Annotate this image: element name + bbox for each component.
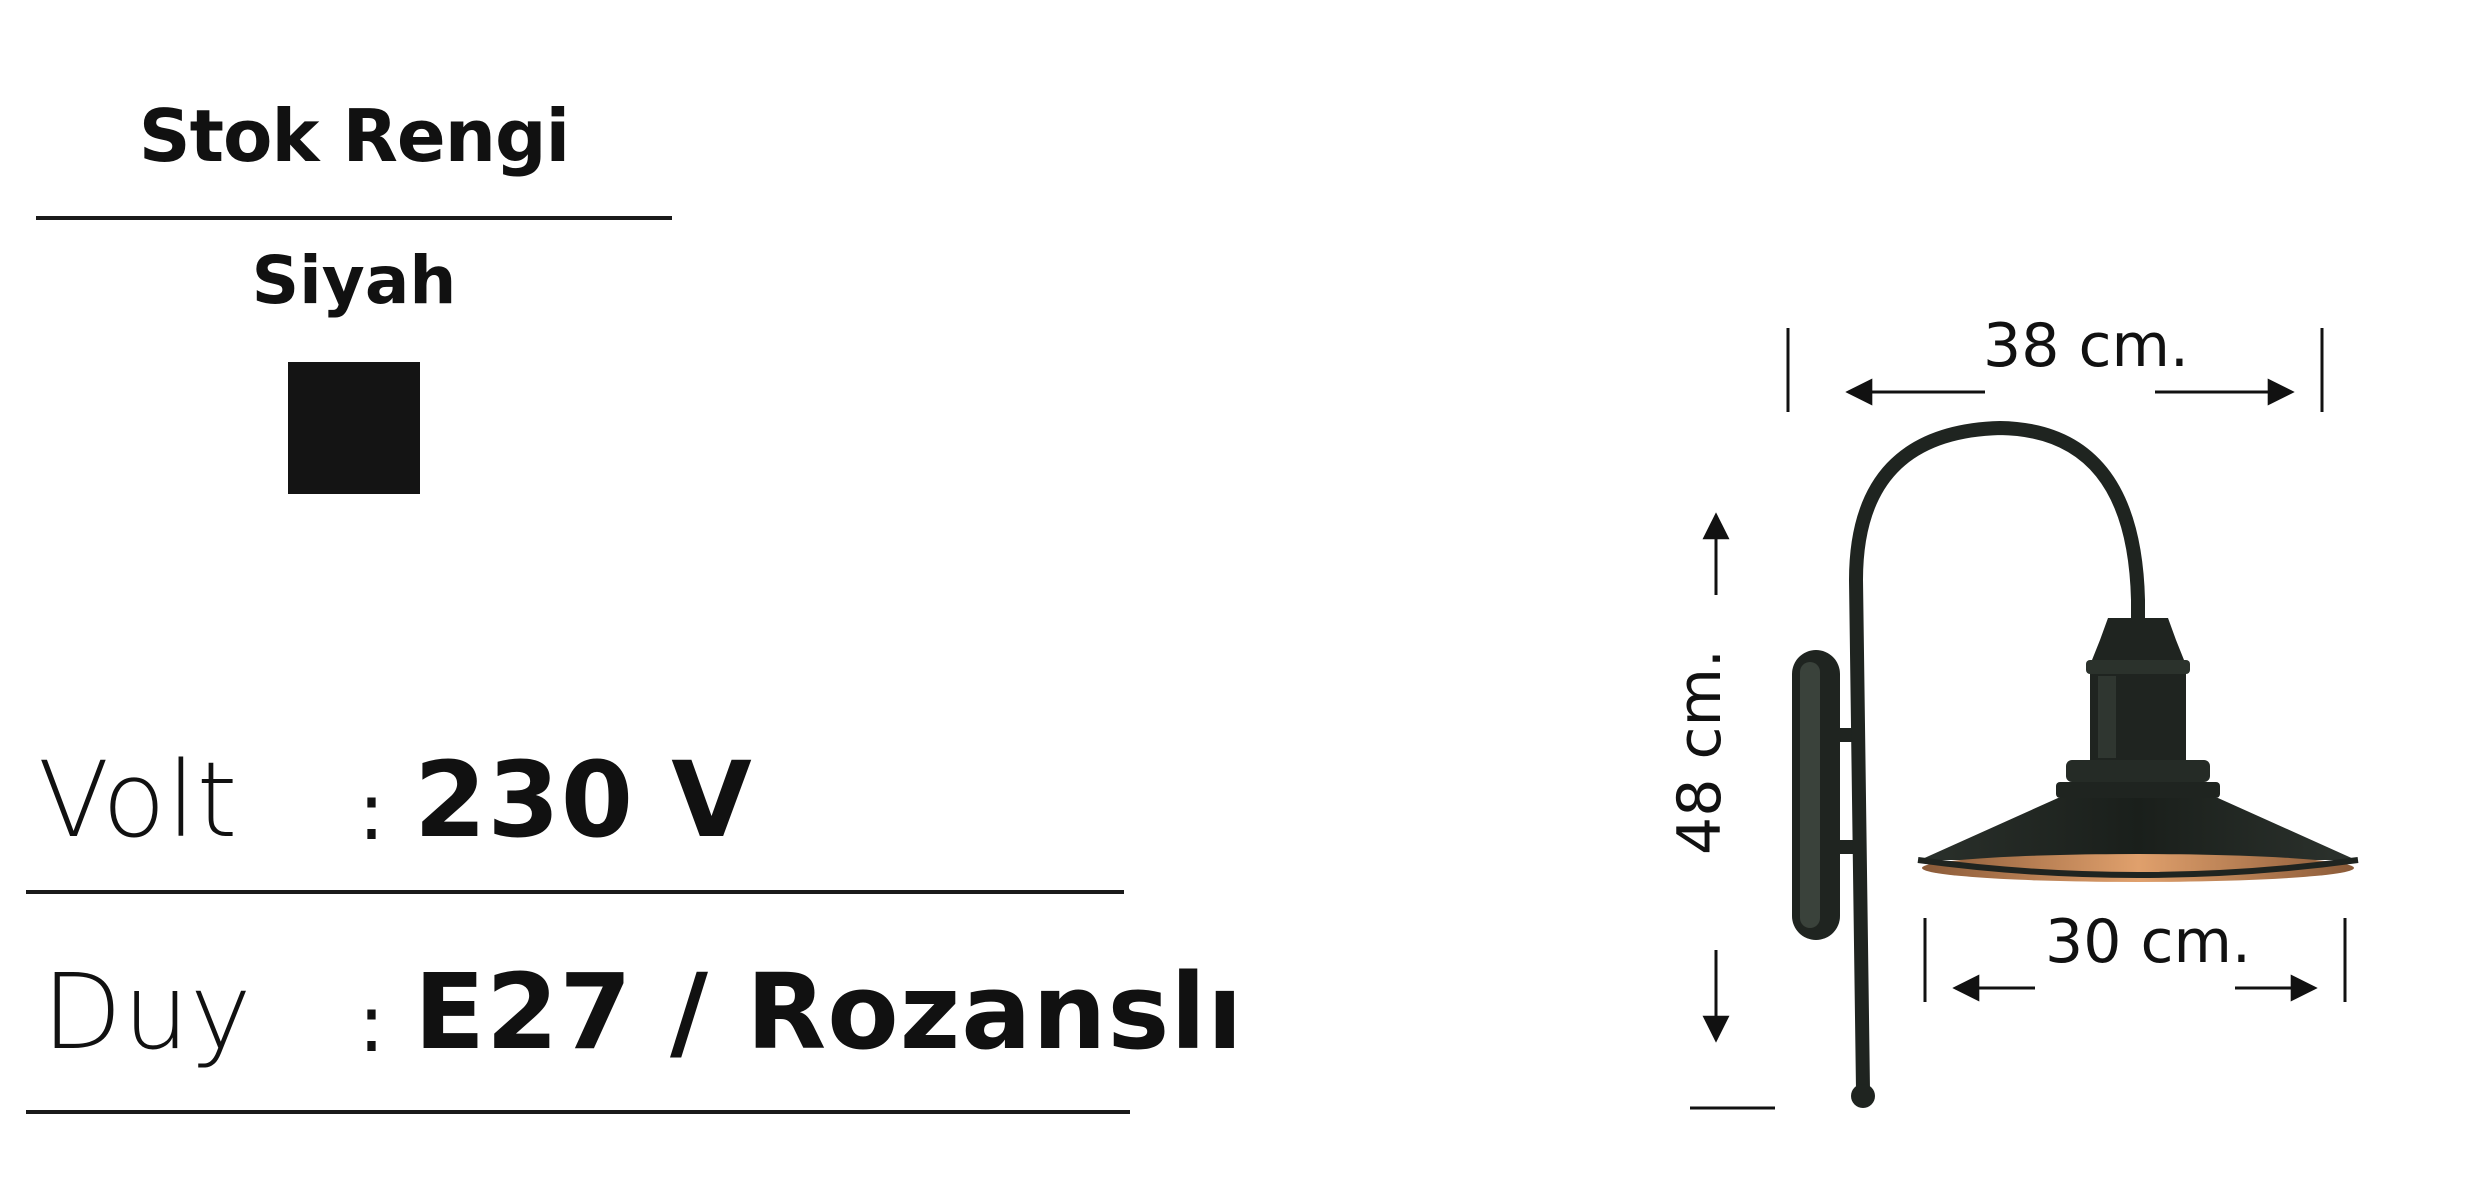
lamp-pole xyxy=(1848,420,2145,1097)
lamp-wall-plate xyxy=(1792,650,1840,940)
spec-separator-duy: : xyxy=(358,977,385,1070)
lamp-shade xyxy=(1920,798,2356,860)
lamp-shade-rim xyxy=(1917,857,2359,878)
stock-color-name: Siyah xyxy=(251,242,457,319)
lamp-socket xyxy=(2056,618,2220,798)
stock-color-title: Stok Rengi xyxy=(138,94,570,178)
dim-height-label: 48 cm. xyxy=(1665,649,1735,855)
lamp-pole-end-cap xyxy=(1851,1084,1875,1108)
spec-divider-duy xyxy=(26,1110,1130,1114)
lamp-arm-lower xyxy=(1836,840,1856,854)
lamp-arm-upper xyxy=(1836,728,1856,742)
spec-value-duy: E27 / Rozanslı xyxy=(414,951,1244,1073)
color-swatch xyxy=(288,362,420,494)
lamp-shade-inner xyxy=(1922,854,2354,882)
spec-label-volt: Volt xyxy=(38,739,239,861)
dim-width-top-label: 38 cm. xyxy=(1983,311,2189,381)
stock-title-divider xyxy=(36,216,672,220)
dim-width-bottom-label: 30 cm. xyxy=(2045,907,2251,977)
spec-value-volt: 230 V xyxy=(414,739,753,861)
spec-label-duy: Duy xyxy=(42,951,253,1073)
spec-divider-volt xyxy=(26,890,1124,894)
spec-separator-volt: : xyxy=(358,765,385,858)
